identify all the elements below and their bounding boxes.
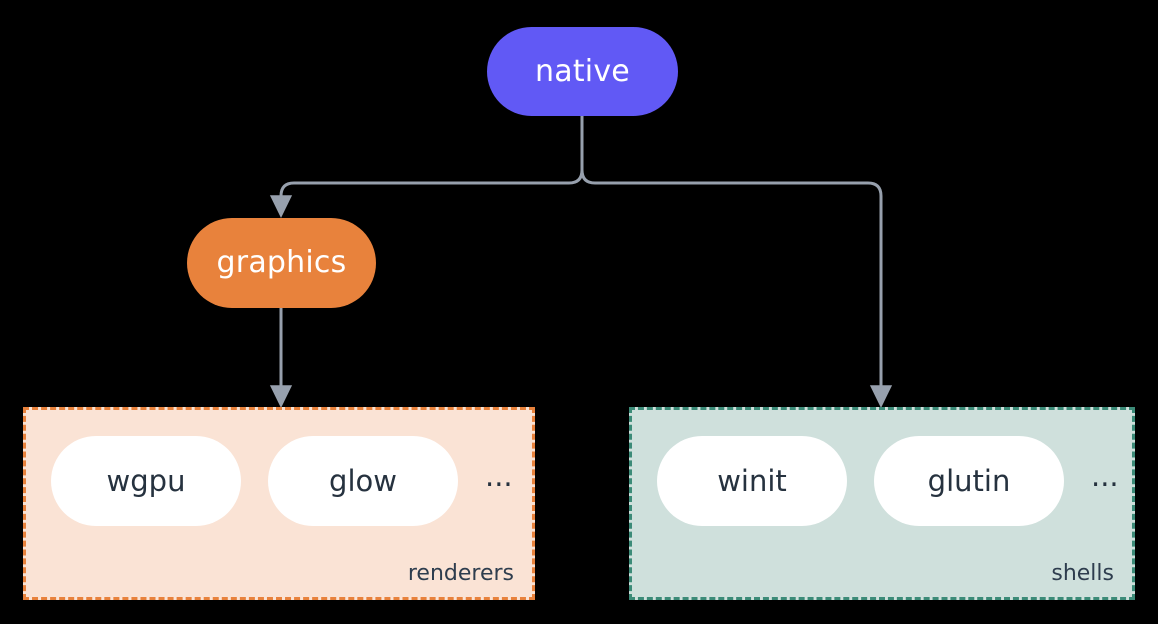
pill-winit[interactable]: winit bbox=[657, 436, 847, 526]
pill-glow-label: glow bbox=[329, 463, 397, 498]
group-shells: winit glutin ... shells bbox=[629, 407, 1135, 600]
pill-winit-label: winit bbox=[717, 463, 787, 498]
edge-native-to-shells bbox=[580, 114, 893, 409]
pill-wgpu-label: wgpu bbox=[106, 463, 186, 498]
node-graphics-label: graphics bbox=[216, 245, 347, 280]
pill-glutin[interactable]: glutin bbox=[874, 436, 1064, 526]
renderers-overflow-ellipsis: ... bbox=[485, 458, 513, 493]
group-renderers-items: wgpu glow ... bbox=[26, 436, 532, 526]
edge-native-to-graphics bbox=[269, 114, 584, 219]
group-shells-label: shells bbox=[1051, 561, 1114, 586]
group-renderers: wgpu glow ... renderers bbox=[23, 407, 535, 600]
shells-overflow-ellipsis: ... bbox=[1091, 458, 1119, 493]
pill-glutin-label: glutin bbox=[927, 463, 1011, 498]
pill-wgpu[interactable]: wgpu bbox=[51, 436, 241, 526]
group-shells-items: winit glutin ... bbox=[632, 436, 1132, 526]
node-graphics[interactable]: graphics bbox=[187, 218, 376, 308]
node-native[interactable]: native bbox=[487, 27, 678, 116]
group-renderers-label: renderers bbox=[407, 561, 514, 586]
node-native-label: native bbox=[535, 53, 630, 89]
pill-glow[interactable]: glow bbox=[268, 436, 458, 526]
